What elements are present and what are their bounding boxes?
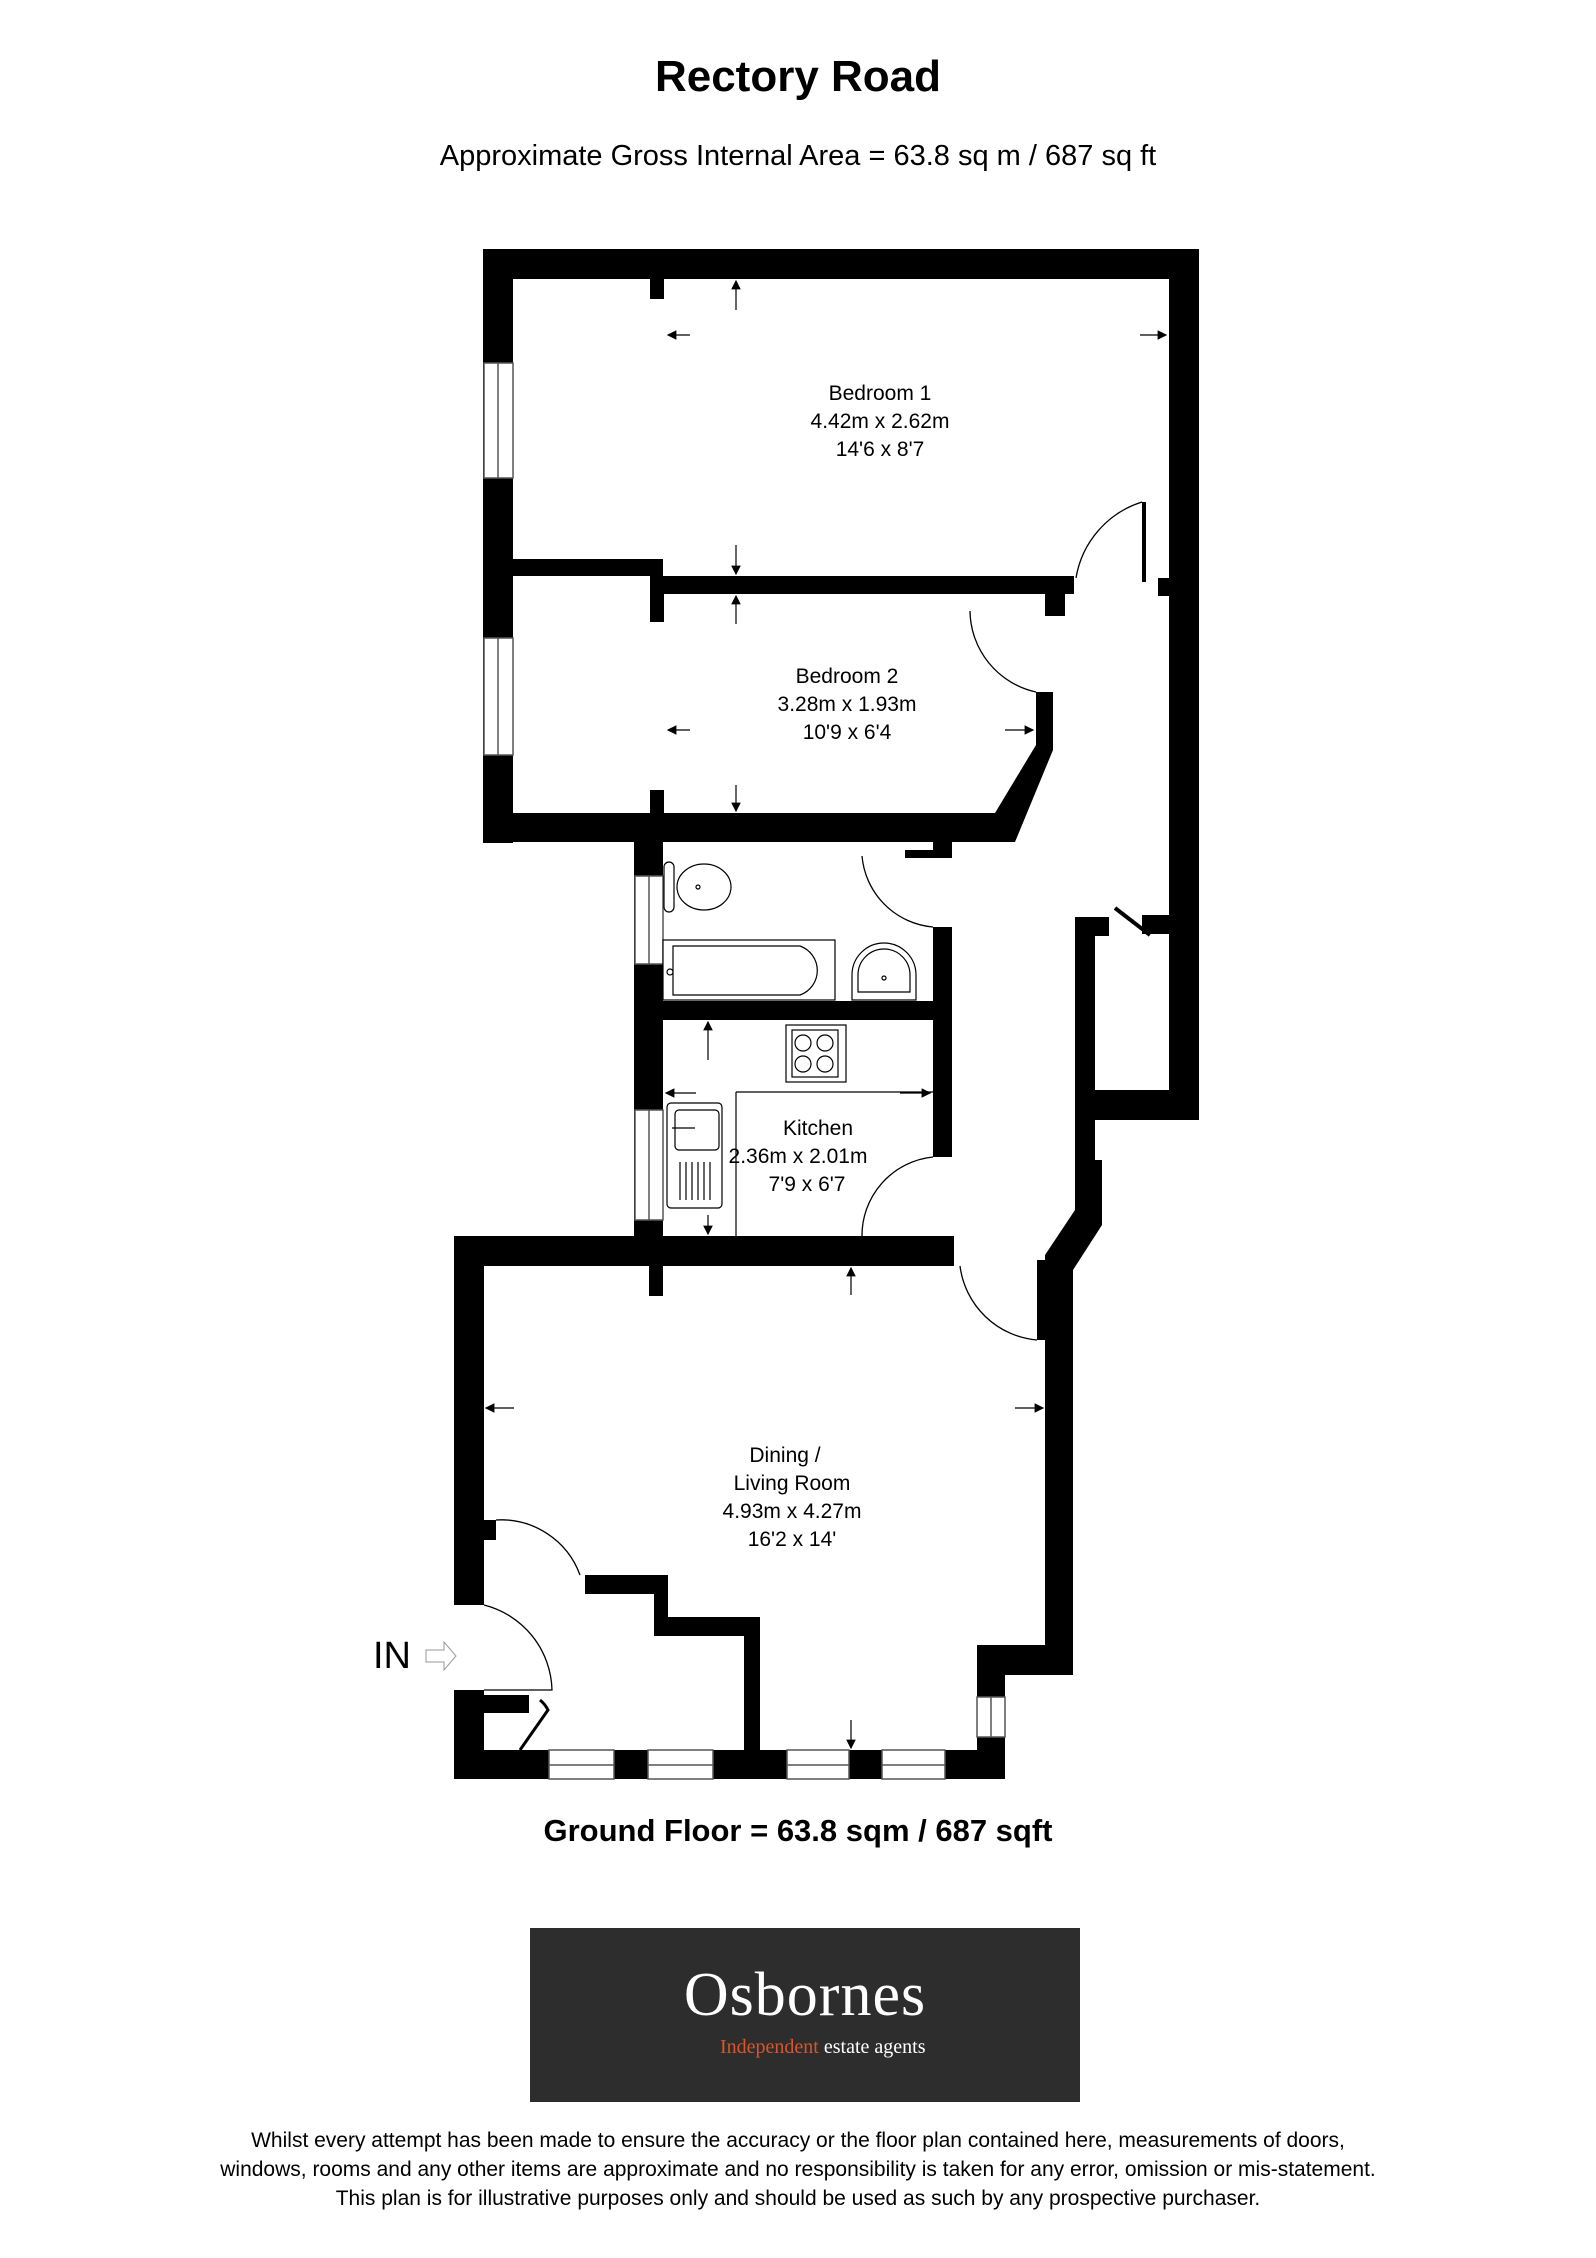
living-room-metric: 4.93m x 4.27m — [723, 1500, 862, 1523]
page-title: Rectory Road — [654, 52, 942, 101]
kitchen-metric: 2.36m x 2.01m — [729, 1145, 868, 1168]
kitchen-imperial: 7'9 x 6'7 — [769, 1173, 846, 1196]
bedroom-1-imperial: 14'6 x 8'7 — [836, 438, 925, 461]
disclaimer: Whilst every attempt has been made to en… — [0, 2126, 1596, 2213]
disclaimer-line-3: This plan is for illustrative purposes o… — [335, 2187, 1261, 2210]
gross-area-subtitle: Approximate Gross Internal Area = 63.8 s… — [439, 140, 1157, 172]
bedroom-1-name: Bedroom 1 — [829, 382, 932, 405]
agent-logo: Osbornes Independent estate agents — [530, 1928, 1080, 2102]
dimension-arrows — [484, 279, 1168, 1750]
living-room-name: Living Room — [734, 1472, 851, 1495]
door-swings — [483, 501, 1152, 1751]
windows — [483, 362, 1006, 1780]
hob-icon — [785, 1024, 847, 1083]
sink-icon — [666, 1102, 723, 1209]
bedroom-2-metric: 3.28m x 1.93m — [778, 693, 917, 716]
bedroom-2-imperial: 10'9 x 6'4 — [803, 721, 892, 744]
logo-tagline-accent: Independent — [720, 2036, 819, 2058]
basin-icon — [851, 942, 917, 1001]
logo-name: Osbornes — [683, 1961, 927, 2029]
living-room-name-line1: Dining / — [749, 1444, 820, 1467]
floor-plan: Bedroom 1 4.42m x 2.62m 14'6 x 8'7 Bedro… — [373, 249, 1199, 1780]
arrow-right-icon — [425, 1640, 457, 1672]
room-labels: Bedroom 1 4.42m x 2.62m 14'6 x 8'7 Bedro… — [723, 382, 950, 1551]
living-room-imperial: 16'2 x 14' — [748, 1528, 837, 1551]
bedroom-1-metric: 4.42m x 2.62m — [811, 410, 950, 433]
entrance-label: IN — [373, 1635, 411, 1677]
fixtures — [662, 861, 933, 1237]
logo-tagline-rest: estate agents — [818, 2036, 926, 2058]
floor-area-label: Ground Floor = 63.8 sqm / 687 sqft — [543, 1813, 1053, 1848]
disclaimer-line-1: Whilst every attempt has been made to en… — [251, 2129, 1345, 2152]
toilet-icon — [663, 861, 732, 913]
entrance-marker: IN — [373, 1635, 457, 1677]
bath-icon — [662, 939, 836, 1001]
logo-tagline: Independent estate agents — [720, 2036, 925, 2059]
disclaimer-line-2: windows, rooms and any other items are a… — [220, 2158, 1376, 2181]
kitchen-name: Kitchen — [783, 1117, 853, 1140]
bedroom-2-name: Bedroom 2 — [796, 665, 899, 688]
